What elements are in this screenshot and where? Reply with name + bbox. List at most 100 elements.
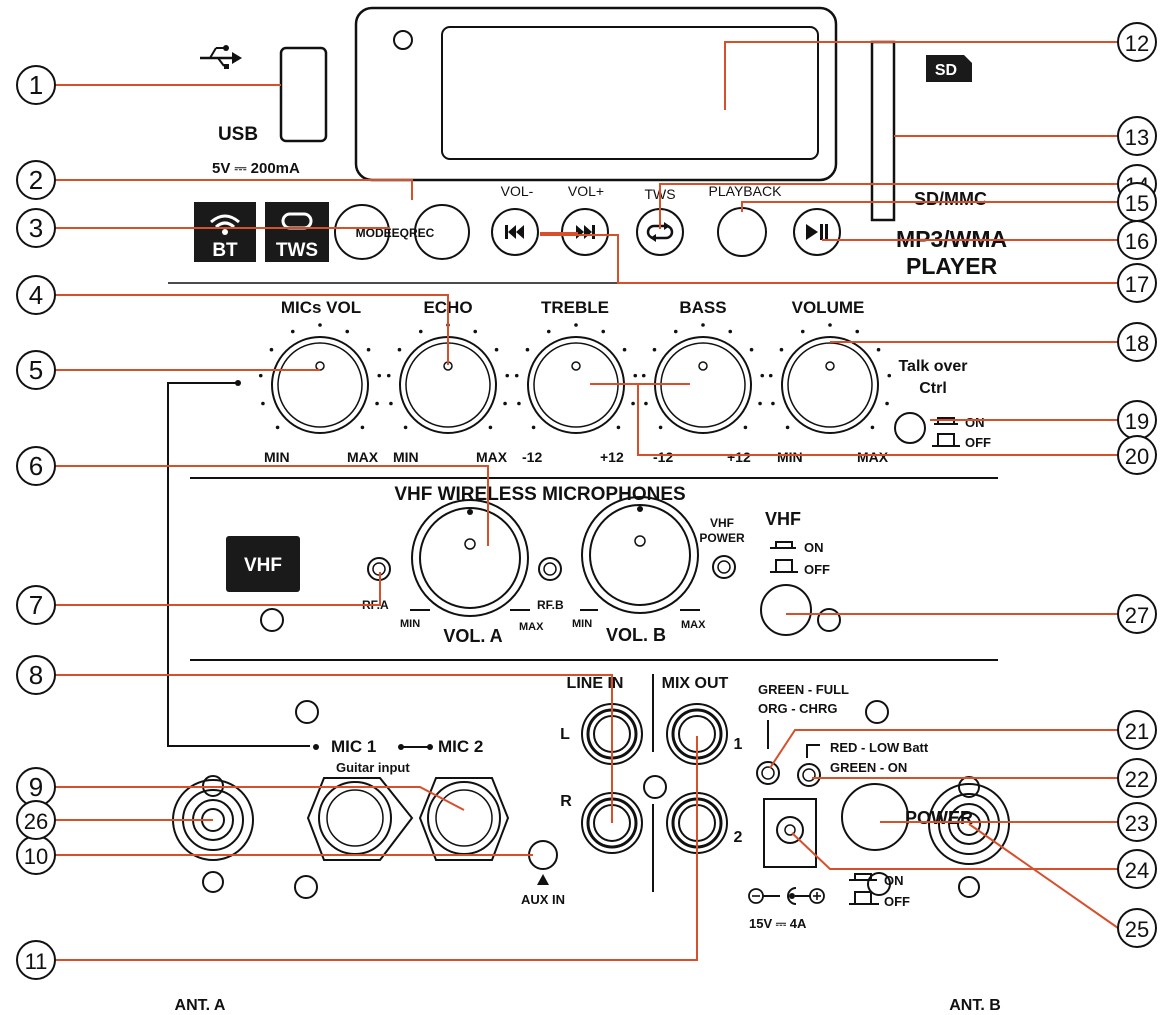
bass-minus12: -12 [653,449,673,465]
volume-label: VOLUME [792,298,865,317]
usb-port-group: USB 5V ⎓ 200mA [200,45,328,177]
vhf-latch-icon [770,541,798,573]
screw-hole [294,875,318,899]
scale-dot [616,425,621,430]
callout-number: 16 [1125,229,1149,254]
callout-6: 6 [16,446,56,486]
callout-number: 24 [1125,858,1149,883]
mics-vol-min: MIN [264,449,290,465]
power-button[interactable] [841,783,909,851]
vhf-on: ON [804,540,824,555]
scale-dot [403,425,408,430]
mics-vol-label: MICs VOL [281,298,361,317]
scale-dot [345,329,350,334]
screw-hole [958,876,980,898]
ant-a-label: ANT. A [175,997,226,1014]
mics-vol-knob[interactable] [271,336,369,434]
callout-number: 12 [1125,31,1149,56]
callout-number: 20 [1125,444,1149,469]
callout-12: 12 [1117,22,1157,62]
callout-7: 7 [16,585,56,625]
dc-power-jack[interactable] [763,798,817,868]
screw-hole [295,700,319,724]
callout-number: 4 [29,280,43,310]
screw-hole [202,871,224,893]
callout-20: 20 [1117,435,1157,475]
volume-max: MAX [857,449,889,465]
mic2-label: MIC 2 [438,737,483,756]
display-module [354,6,838,182]
talk-over-button[interactable] [894,412,926,444]
mode-button[interactable] [334,204,390,260]
scale-dot [728,329,733,334]
callout-2: 2 [16,160,56,200]
scale-dot [386,373,391,378]
prev-button[interactable] [491,208,539,256]
leader-2 [55,179,413,200]
power-on: ON [884,873,904,888]
playback-label: PLAYBACK [709,183,783,199]
leader-12 [724,41,1118,110]
callout-number: 5 [29,355,43,385]
leader-17 [540,234,1118,284]
mix-out-2-label: 2 [734,829,743,846]
usb-icon [200,45,242,69]
play-pause-button[interactable] [793,208,841,256]
mic-chain-leader [167,382,310,747]
guitar-input-label: Guitar input [336,760,410,775]
scale-dot [622,347,627,352]
echo-max: MAX [476,449,508,465]
scale-dot [375,401,379,406]
vol-b-knob[interactable] [580,496,700,614]
arrow-up-icon [537,874,549,885]
sd-mmc-label: SD/MMC [914,189,987,209]
power-led-leader [806,744,820,758]
mic2-jack[interactable] [418,777,510,861]
scale-dot [377,373,382,378]
knob-row: MICs VOL ECHO TREBLE BASS VOLUME [258,298,991,465]
scale-dot [574,323,578,327]
callout-10: 10 [16,835,56,875]
scale-dot [673,329,678,334]
line-in-r-label: R [560,793,572,810]
leader-lines [55,41,1119,961]
vol-b-min: MIN [572,618,592,630]
callout-13: 13 [1117,116,1157,156]
vhf-switch-label: VHF [765,509,801,529]
vol-a-knob[interactable] [410,499,530,617]
ant-b-label: ANT. B [949,997,1001,1014]
antenna-b-connector[interactable] [928,783,1010,865]
scale-dot [749,347,754,352]
scale-dot [760,373,765,378]
scale-dot [633,373,638,378]
vhf-off: OFF [804,562,830,577]
callout-number: 25 [1125,917,1149,942]
leader-4 [55,294,449,365]
scale-dot [870,425,875,430]
talk-over-label-2: Ctrl [919,380,947,397]
knob-scale-dots [258,323,892,430]
scale-dot [531,425,536,430]
screw-hole [867,872,891,896]
rec-button[interactable] [414,204,470,260]
callout-1: 1 [16,65,56,105]
scale-dot [779,347,784,352]
playback-button[interactable] [717,207,767,257]
leader-7 [55,572,381,606]
leader-11 [55,736,698,961]
callout-number: 27 [1125,603,1149,628]
scale-dot [641,373,646,378]
scale-dot [887,373,892,378]
vol-minus-label: VOL- [501,183,534,199]
vhf-power-button[interactable] [760,584,812,636]
callout-26: 26 [16,800,56,840]
wifi-icon [210,214,240,235]
aux-in-jack[interactable] [528,840,558,870]
scale-dot [658,425,663,430]
callout-number: 1 [29,70,43,100]
mix-out-label: MIX OUT [662,675,729,692]
volume-knob[interactable] [781,336,879,434]
mic1-jack[interactable] [306,777,414,861]
next-icon [576,225,595,239]
